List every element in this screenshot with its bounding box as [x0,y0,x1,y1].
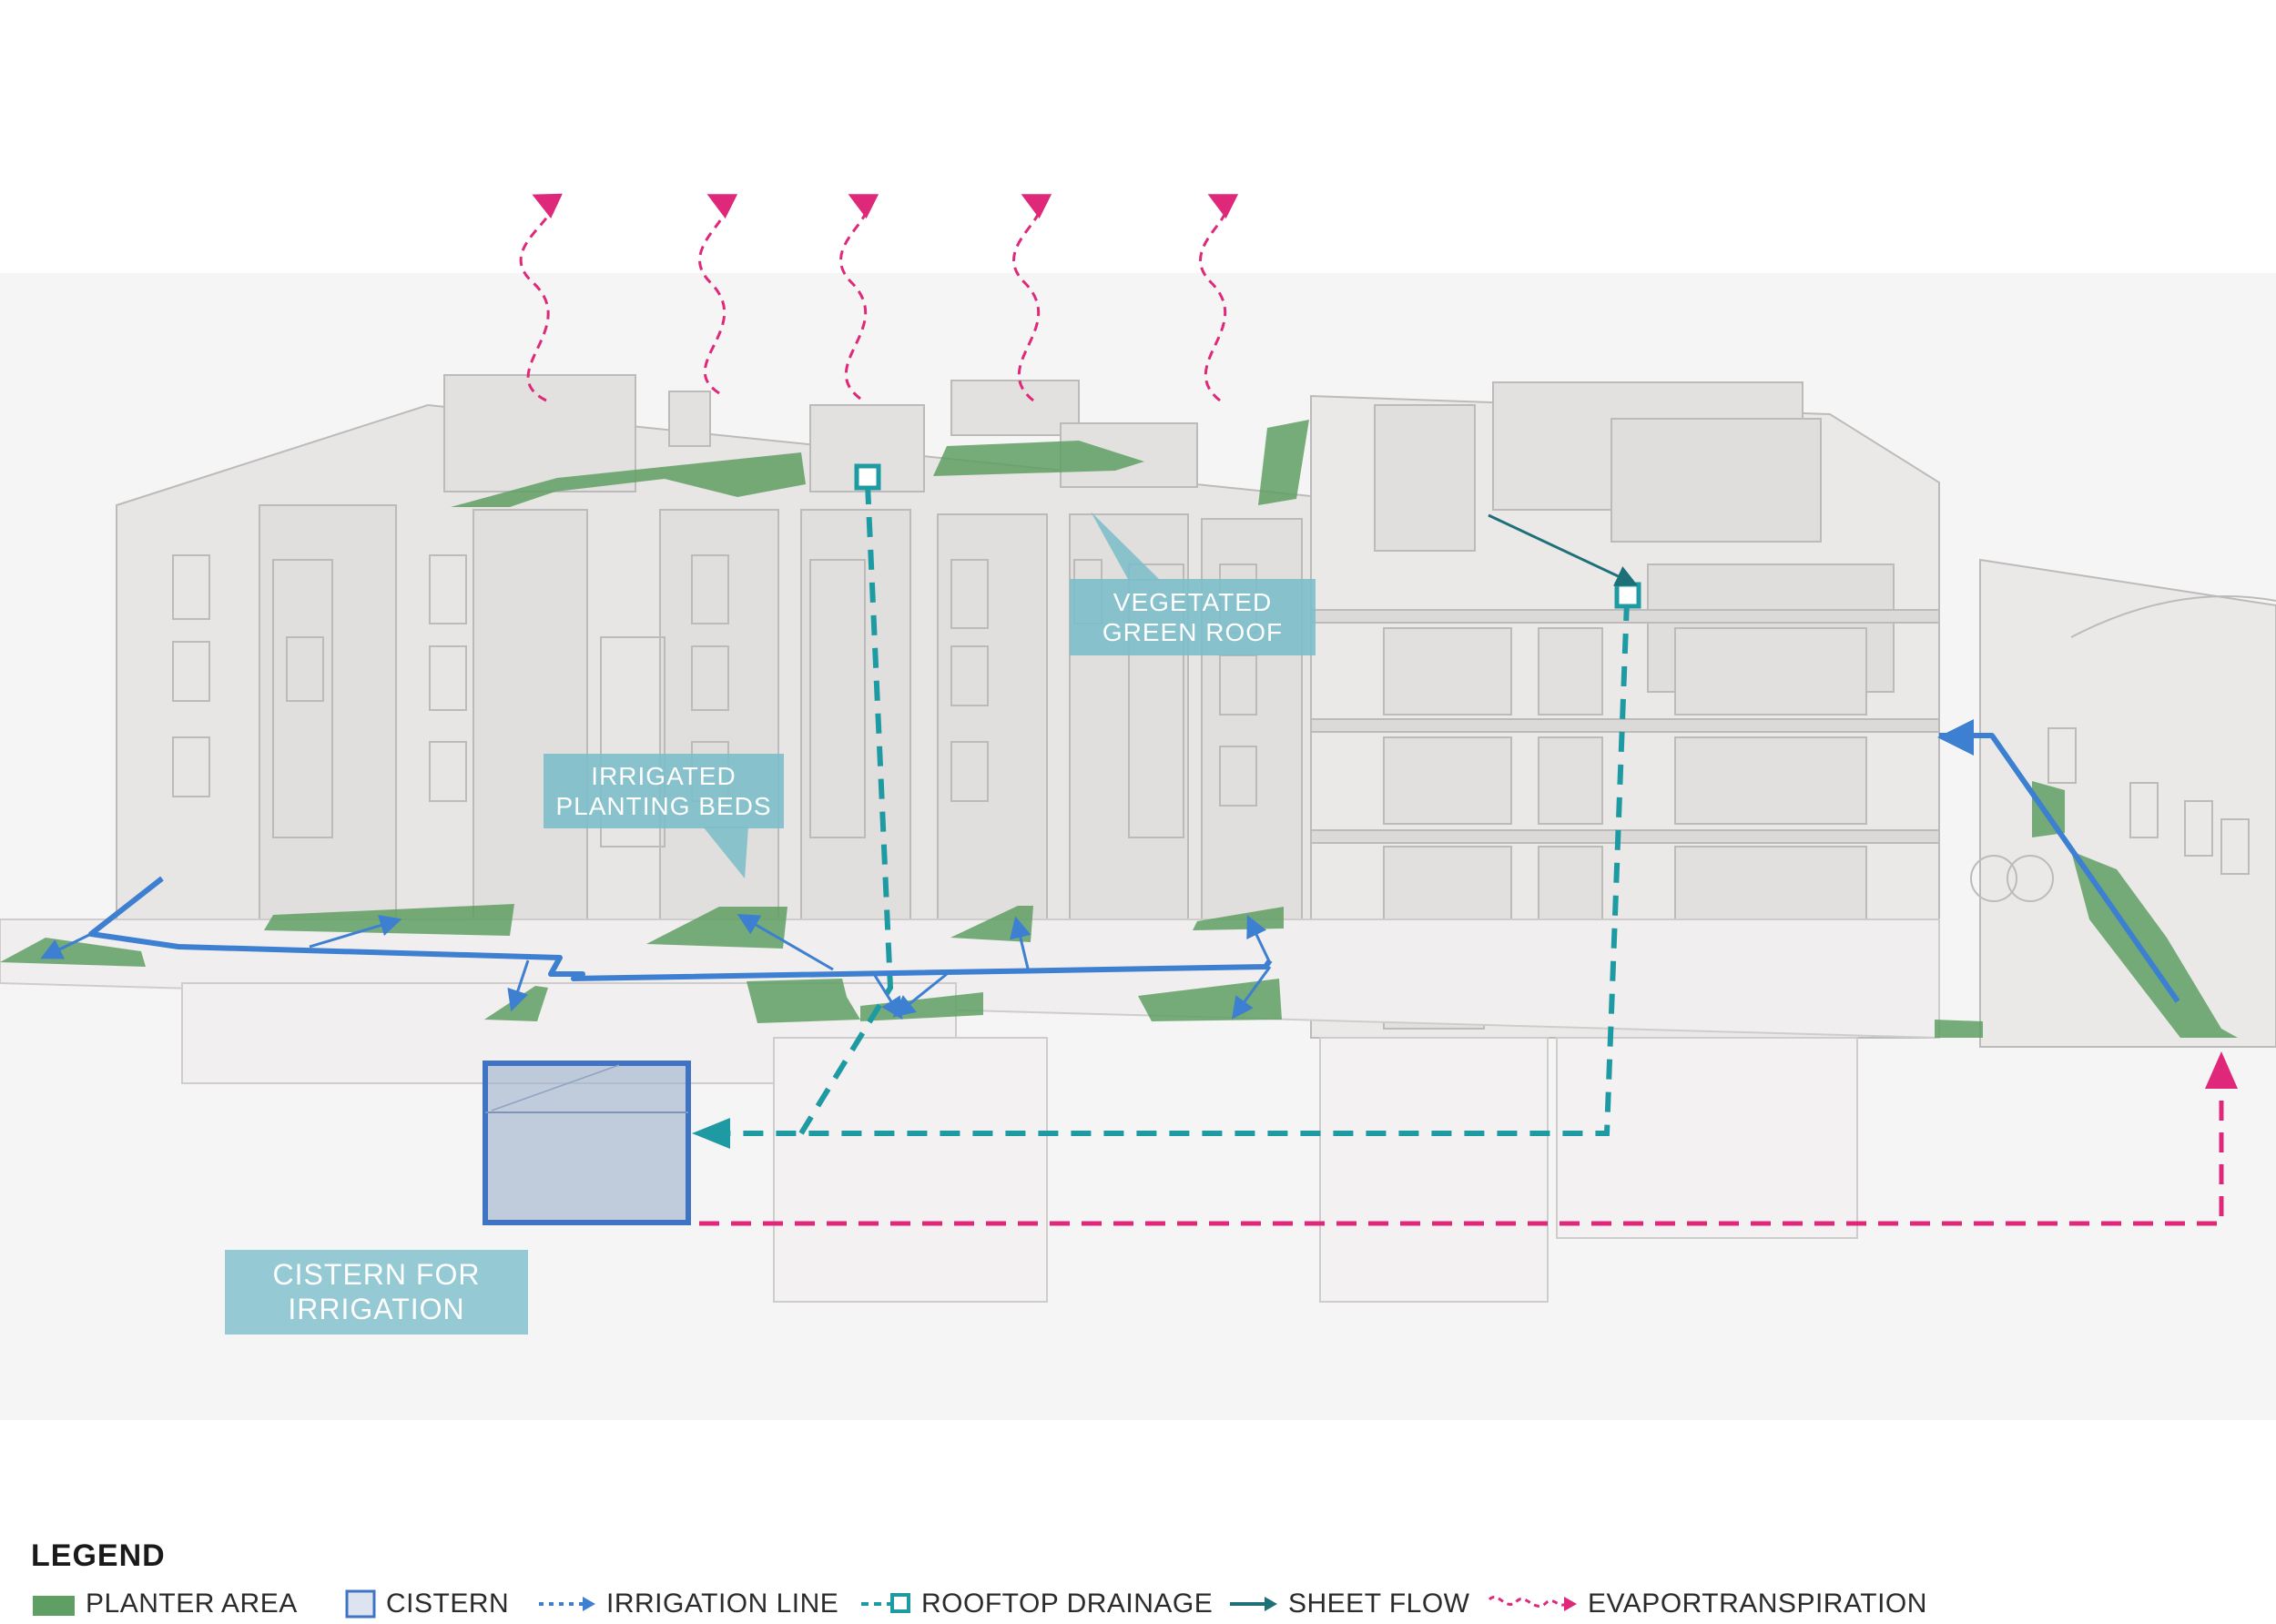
legend: LEGEND PLANTER AREA CISTERN IRRIGATION L… [31,1538,2252,1624]
right-building [1310,381,1940,1039]
callout-line: PLANTING BEDS [555,792,772,820]
irrigation-arrowhead [1937,719,1974,756]
legend-label: IRRIGATION LINE [606,1588,839,1619]
planter-areas [0,420,2238,1038]
east-wing [1970,558,2276,1048]
callout-cistern-for-irrigation: CISTERN FOR IRRIGATION [225,1250,528,1335]
wavy-arrow-icon [1488,1596,1577,1611]
legend-label: SHEET FLOW [1288,1588,1470,1619]
callout-line: CISTERN FOR [272,1257,481,1291]
callout-line: VEGETATED [1113,587,1273,616]
solid-arrow-icon [1230,1597,1277,1611]
cistern [483,1061,691,1225]
drainage-arrowhead [692,1118,730,1149]
callout-line: IRRIGATED [591,761,737,790]
dashed-square-icon [861,1593,910,1613]
legend-item-sheet-flow: SHEET FLOW [1228,1588,1469,1620]
dotted-arrow-icon [539,1597,595,1611]
callout-line: IRRIGATION [288,1292,465,1325]
legend-item-planter-area: PLANTER AREA [31,1588,298,1620]
legend-item-cistern: CISTERN [344,1588,509,1620]
planter-swatch-icon [33,1596,75,1616]
legend-item-rooftop-drainage: ROOFTOP DRAINAGE [859,1588,1213,1620]
green-roof-callout-pointer [1091,512,1161,581]
left-building [116,374,1312,920]
evapotranspiration-arrowhead [2205,1051,2238,1089]
legend-label: EVAPORTRANSPIRATION [1588,1588,1927,1619]
legend-title: LEGEND [31,1538,166,1573]
legend-item-irrigation-line: IRRIGATION LINE [537,1588,838,1620]
callout-line: GREEN ROOF [1102,618,1284,646]
legend-label: ROOFTOP DRAINAGE [921,1588,1214,1619]
callout-irrigated-planting-beds: IRRIGATED PLANTING BEDS [544,754,784,828]
cistern-box-icon [345,1589,376,1619]
drainage-inlets [854,463,1641,609]
legend-label: CISTERN [386,1588,510,1619]
legend-label: PLANTER AREA [86,1588,298,1619]
legend-item-evapotranspiration: EVAPORTRANSPIRATION [1488,1588,1927,1620]
callout-vegetated-green-roof: VEGETATED GREEN ROOF [1070,579,1316,655]
planting-beds-callout-pointer [703,827,748,878]
evapotranspiration-waves [519,193,1239,402]
irrigation-branches [40,913,1272,1020]
sheet-flow-arrow [1488,513,1638,586]
rooftop-drainage [710,483,1630,1136]
